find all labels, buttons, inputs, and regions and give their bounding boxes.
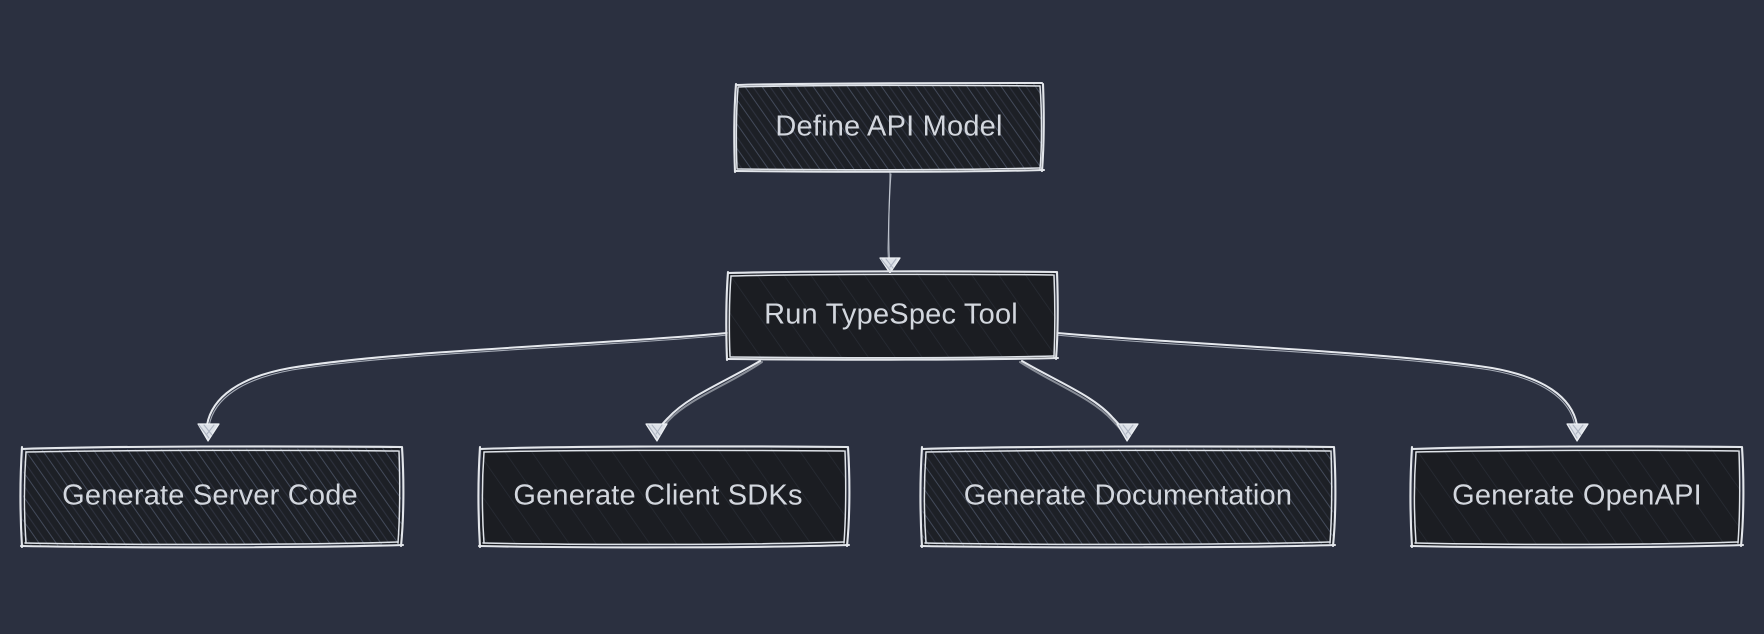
node-run-typespec-tool[interactable]: Run TypeSpec Tool bbox=[725, 270, 1060, 362]
node-border-left bbox=[19, 445, 24, 549]
node-border-bottom bbox=[725, 356, 1060, 361]
node-border-bottom bbox=[19, 543, 405, 549]
node-border-bottom bbox=[919, 543, 1337, 549]
node-border-top-2 bbox=[730, 273, 1054, 277]
node-define-api-model[interactable]: Define API Model bbox=[733, 81, 1046, 174]
node-fill bbox=[22, 448, 402, 546]
node-border-right-2 bbox=[1053, 274, 1056, 358]
arrowhead-icon bbox=[1566, 423, 1589, 442]
node-label: Generate Client SDKs bbox=[513, 480, 802, 512]
node-border-top-2 bbox=[483, 449, 845, 453]
node-border-bottom bbox=[477, 543, 851, 549]
node-border-left bbox=[725, 270, 730, 362]
node-border-left-2 bbox=[728, 275, 732, 357]
node-generate-server-code[interactable]: Generate Server Code bbox=[19, 445, 405, 549]
node-label: Run TypeSpec Tool bbox=[764, 299, 1018, 331]
node-border-left-2 bbox=[23, 451, 27, 544]
node-border-bottom-2 bbox=[736, 167, 1041, 171]
node-border-top bbox=[920, 445, 1335, 451]
arrowhead-icon bbox=[645, 423, 668, 442]
node-border-right bbox=[1739, 445, 1745, 548]
node-border-left bbox=[1409, 445, 1414, 549]
node-border-bottom-2 bbox=[924, 541, 1331, 546]
node-border-bottom bbox=[733, 168, 1046, 173]
node-border-top bbox=[478, 445, 849, 451]
node-border-bottom-2 bbox=[1414, 541, 1739, 546]
edge-run-to-sdks bbox=[645, 360, 763, 442]
edge-define-to-run bbox=[879, 172, 901, 274]
node-border-right bbox=[399, 445, 405, 548]
node-fill bbox=[735, 84, 1043, 172]
node-label: Generate Server Code bbox=[62, 480, 358, 512]
node-fill bbox=[480, 448, 848, 546]
node-border-left-2 bbox=[735, 87, 739, 169]
arrowhead-icon bbox=[879, 257, 901, 274]
node-generate-documentation[interactable]: Generate Documentation bbox=[919, 445, 1337, 549]
node-border-right-2 bbox=[843, 450, 847, 544]
node-label: Generate Documentation bbox=[964, 480, 1292, 512]
node-label: Define API Model bbox=[775, 111, 1002, 143]
node-fill bbox=[1412, 448, 1742, 546]
node-generate-client-sdks[interactable]: Generate Client SDKs bbox=[477, 445, 851, 549]
edge-run-to-docs bbox=[1019, 360, 1139, 442]
node-border-right-2 bbox=[397, 450, 401, 544]
node-border-right-2 bbox=[1039, 85, 1043, 170]
arrowhead-icon bbox=[197, 423, 220, 442]
node-border-left-2 bbox=[1413, 451, 1417, 544]
node-fill bbox=[727, 272, 1057, 360]
node-border-left-2 bbox=[923, 451, 927, 544]
node-border-right bbox=[1331, 445, 1337, 548]
node-border-top bbox=[20, 445, 403, 451]
node-border-right-2 bbox=[1329, 450, 1333, 544]
node-border-left bbox=[919, 445, 924, 549]
arrowhead-icon bbox=[1116, 423, 1139, 442]
node-border-top bbox=[726, 270, 1058, 275]
edge-run-to-server bbox=[197, 332, 729, 442]
node-border-left bbox=[733, 82, 738, 174]
edge-run-to-openapi bbox=[1055, 332, 1589, 442]
node-border-top-2 bbox=[925, 449, 1331, 453]
node-border-top bbox=[1410, 445, 1743, 451]
node-border-top-2 bbox=[737, 84, 1041, 88]
node-border-top-2 bbox=[25, 449, 399, 453]
node-generate-openapi[interactable]: Generate OpenAPI bbox=[1409, 445, 1745, 549]
node-border-left bbox=[477, 445, 482, 549]
node-border-bottom-2 bbox=[729, 355, 1055, 359]
node-border-bottom-2 bbox=[24, 541, 399, 546]
node-border-top-2 bbox=[1415, 449, 1739, 453]
node-border-right bbox=[1040, 82, 1045, 173]
node-border-right bbox=[845, 445, 851, 548]
node-fill bbox=[922, 448, 1334, 546]
node-border-left-2 bbox=[481, 451, 485, 544]
node-border-bottom bbox=[1409, 543, 1745, 549]
node-border-right-2 bbox=[1737, 450, 1741, 544]
node-border-right bbox=[1054, 270, 1059, 361]
node-border-top bbox=[734, 81, 1044, 87]
node-label: Generate OpenAPI bbox=[1452, 480, 1702, 512]
node-border-bottom-2 bbox=[482, 541, 845, 546]
